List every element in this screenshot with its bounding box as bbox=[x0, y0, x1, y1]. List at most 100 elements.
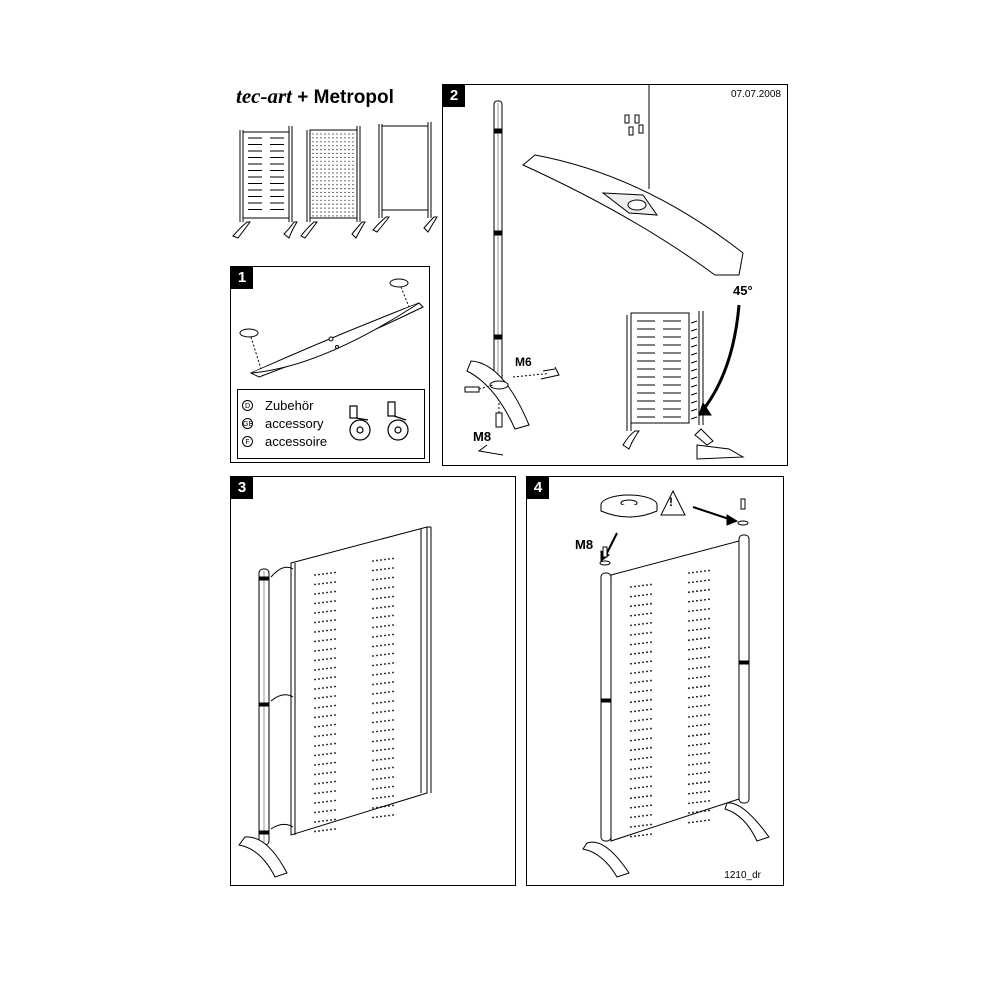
post-and-panel-assembly-illustration bbox=[464, 85, 745, 460]
perforation-mark bbox=[380, 568, 382, 571]
perforation-mark bbox=[316, 191, 318, 194]
perforation-mark bbox=[688, 696, 690, 699]
perforation-mark bbox=[336, 133, 338, 135]
perforation-mark bbox=[692, 792, 694, 795]
perforation-mark bbox=[376, 778, 378, 780]
perforation-mark bbox=[692, 754, 694, 756]
perforation-mark bbox=[340, 152, 342, 155]
perforation-mark bbox=[708, 665, 710, 668]
accessory-label-gb: accessory bbox=[265, 416, 324, 431]
perforation-mark bbox=[334, 771, 336, 773]
perforation-mark bbox=[638, 748, 640, 751]
perforation-mark bbox=[646, 785, 648, 788]
perforation-mark bbox=[388, 567, 390, 570]
perforation-mark bbox=[388, 691, 390, 693]
perforation-mark bbox=[372, 769, 374, 771]
perforation-mark bbox=[630, 614, 632, 617]
perforation-mark bbox=[700, 685, 702, 688]
perforation-mark bbox=[324, 133, 326, 135]
perforation-mark bbox=[708, 704, 710, 706]
perforation-mark bbox=[330, 657, 332, 660]
perforation-mark bbox=[376, 702, 378, 704]
perforation-mark bbox=[316, 203, 318, 205]
perforation-mark bbox=[392, 719, 394, 721]
perforation-mark bbox=[318, 602, 320, 604]
perforation-mark bbox=[700, 580, 702, 582]
perforation-mark bbox=[380, 559, 382, 561]
perforation-mark bbox=[334, 780, 336, 783]
perforation-mark bbox=[708, 608, 710, 610]
perforation-mark bbox=[324, 199, 326, 201]
perforation-mark bbox=[688, 610, 690, 613]
perforation-mark bbox=[328, 199, 330, 201]
lang-badge-de: D bbox=[242, 400, 253, 411]
perforation-mark bbox=[340, 188, 342, 190]
perforation-mark bbox=[688, 677, 690, 680]
step-4-number: 4 bbox=[527, 477, 549, 499]
perforation-mark bbox=[340, 141, 342, 143]
perforation-mark bbox=[704, 570, 706, 572]
perforation-mark bbox=[388, 805, 390, 807]
perforation-mark bbox=[688, 629, 690, 632]
perforation-mark bbox=[696, 571, 698, 573]
perforation-mark bbox=[332, 145, 334, 147]
perforation-mark bbox=[392, 633, 394, 636]
perforation-mark bbox=[320, 133, 322, 135]
perforation-mark bbox=[700, 724, 702, 726]
step-4-panel: 4 bbox=[526, 476, 784, 886]
perforation-mark bbox=[314, 621, 316, 624]
perforation-mark bbox=[650, 698, 652, 701]
perforation-mark bbox=[638, 585, 640, 587]
perforation-mark bbox=[372, 778, 374, 781]
perforation-mark bbox=[392, 700, 394, 702]
perforation-mark bbox=[352, 203, 354, 205]
perforation-mark bbox=[316, 160, 318, 162]
perforation-mark bbox=[708, 732, 710, 735]
perforation-mark bbox=[692, 725, 694, 727]
perforation-mark bbox=[388, 738, 390, 741]
perforation-mark bbox=[388, 719, 390, 722]
warning-icon: ! bbox=[669, 495, 673, 509]
perforation-mark bbox=[692, 571, 694, 574]
perforation-mark bbox=[630, 605, 632, 608]
perforation-mark bbox=[688, 764, 690, 766]
perforation-mark bbox=[630, 710, 632, 713]
perforation-mark bbox=[634, 796, 636, 799]
perforation-mark bbox=[700, 637, 702, 640]
perforation-mark bbox=[340, 168, 342, 170]
perforation-mark bbox=[646, 699, 648, 702]
perforation-mark bbox=[388, 662, 390, 665]
perforation-mark bbox=[646, 814, 648, 817]
perforation-mark bbox=[314, 745, 316, 747]
perforation-mark bbox=[332, 152, 334, 155]
perforation-mark bbox=[312, 172, 314, 174]
perforation-mark bbox=[334, 723, 336, 726]
perforation-mark bbox=[330, 724, 332, 726]
perforation-mark bbox=[688, 620, 690, 622]
perforation-mark bbox=[392, 804, 394, 807]
perforation-mark bbox=[352, 188, 354, 190]
perforation-mark bbox=[326, 829, 328, 831]
slot-mark bbox=[690, 416, 698, 420]
perforation-mark bbox=[340, 207, 342, 209]
perforation-mark bbox=[340, 215, 342, 217]
perforation-mark bbox=[692, 734, 694, 737]
perforation-mark bbox=[642, 776, 644, 779]
perforation-mark bbox=[642, 805, 644, 808]
perforation-mark bbox=[630, 672, 632, 675]
perforation-mark bbox=[322, 620, 324, 623]
perforation-mark bbox=[630, 806, 632, 809]
perforation-mark bbox=[704, 781, 706, 784]
perforation-mark bbox=[708, 800, 710, 802]
perforation-mark bbox=[692, 706, 694, 708]
perforation-mark bbox=[348, 199, 350, 201]
perforation-mark bbox=[384, 587, 386, 589]
perforation-mark bbox=[380, 739, 382, 742]
perforation-mark bbox=[688, 706, 690, 709]
perforation-mark bbox=[650, 708, 652, 711]
perforation-mark bbox=[700, 618, 702, 621]
perforation-mark bbox=[336, 215, 338, 217]
perforation-mark bbox=[630, 758, 632, 761]
perforation-mark bbox=[312, 203, 314, 205]
perforation-mark bbox=[704, 714, 706, 716]
